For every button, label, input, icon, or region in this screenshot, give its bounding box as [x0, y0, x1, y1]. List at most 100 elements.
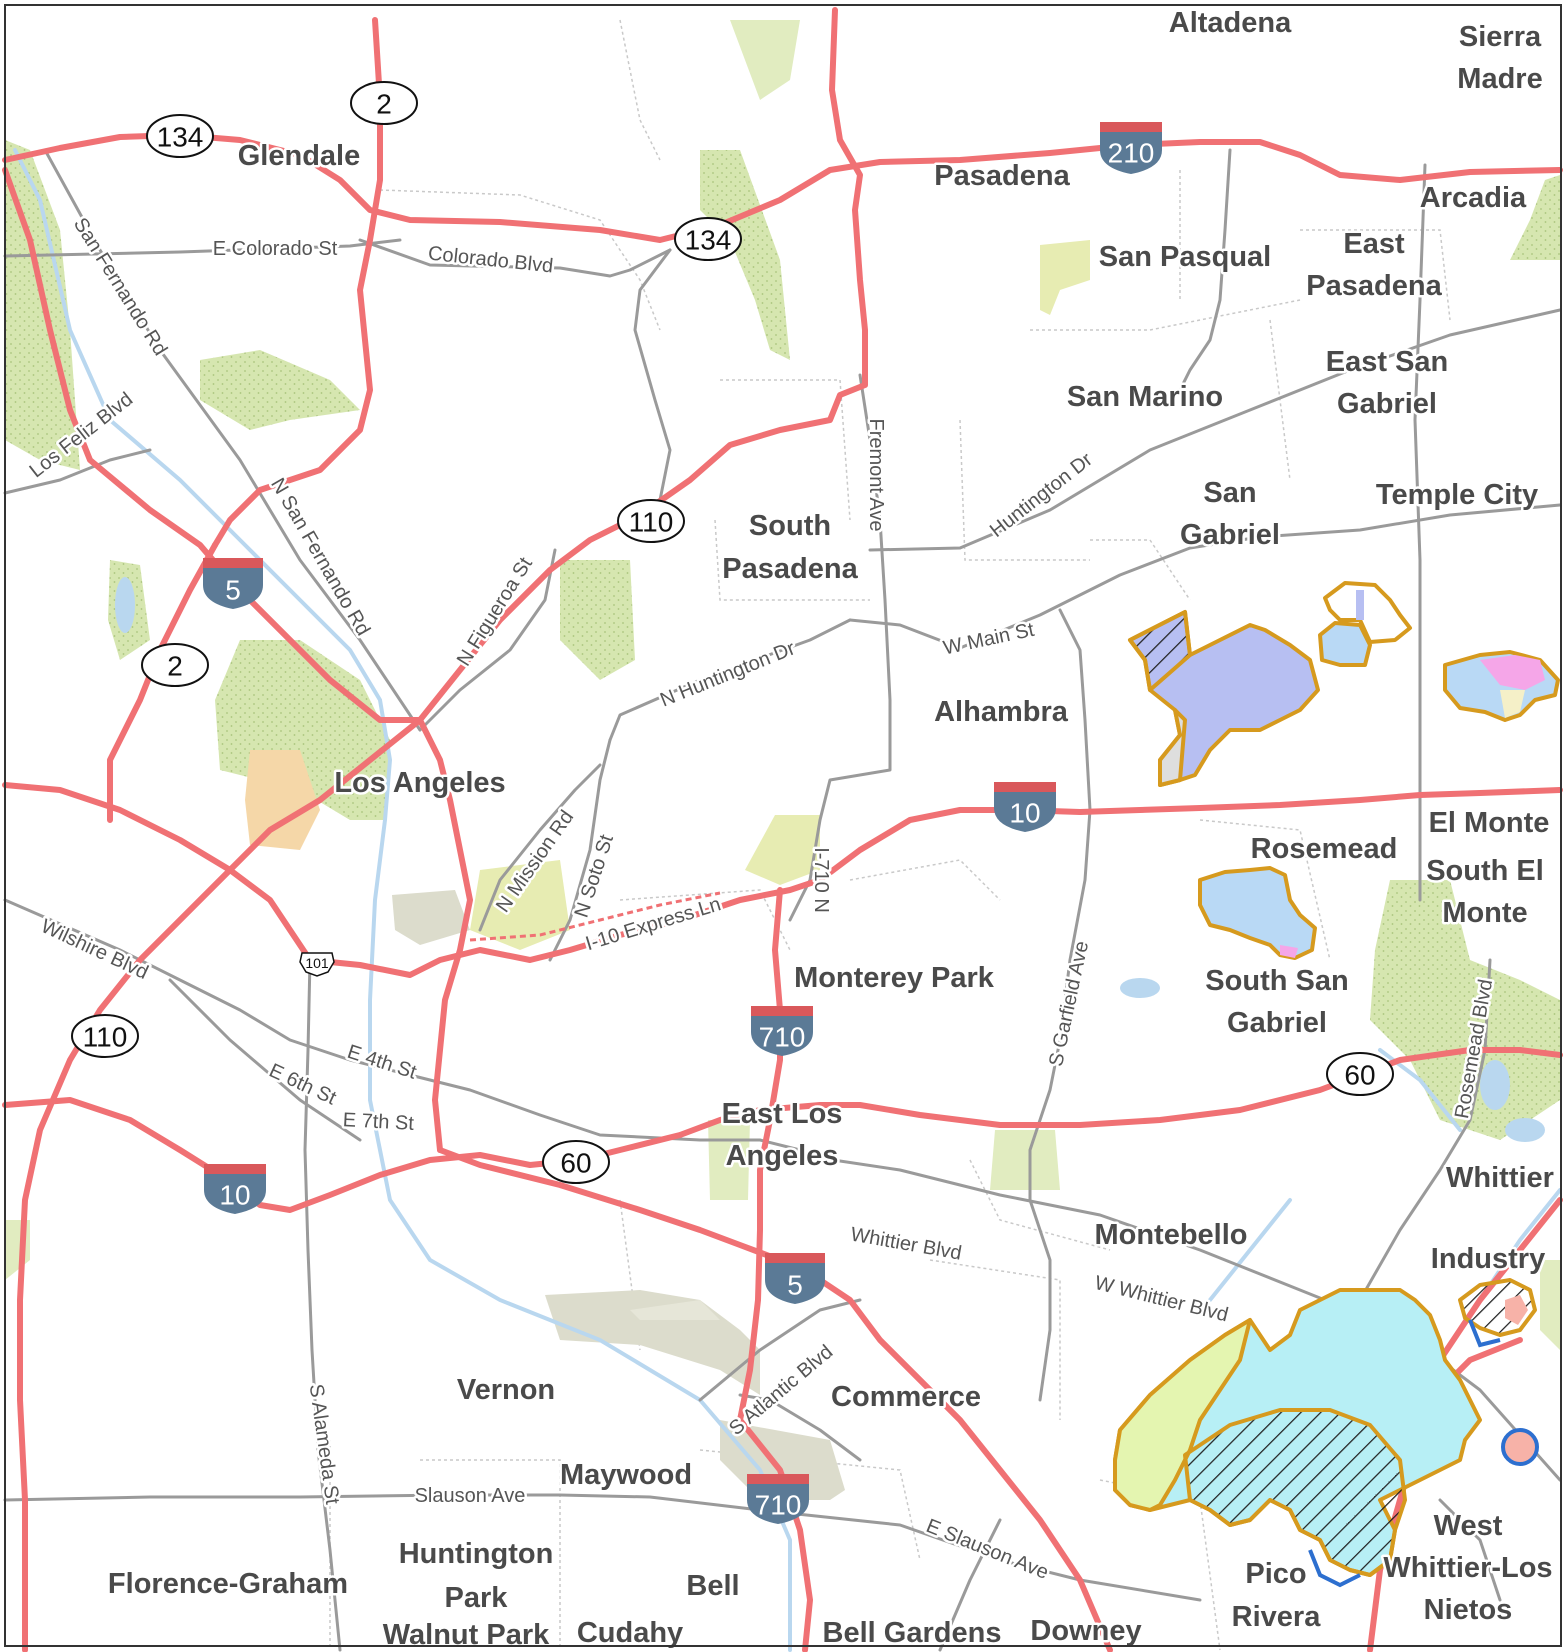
- street-slauson-ave: Slauson Ave: [415, 1485, 526, 1507]
- shield-sr-60-west: 60: [542, 1140, 610, 1184]
- shield-sr-2-north-number: 2: [376, 89, 392, 120]
- place-montebello: Montebello: [1094, 1219, 1247, 1251]
- shield-i-210-number: 210: [1108, 138, 1155, 169]
- place-el-monte: El Monte: [1429, 807, 1550, 839]
- lakes: [115, 577, 1545, 1142]
- place-east-pasadena-line1: East: [1343, 228, 1405, 260]
- place-bell: Bell: [686, 1570, 739, 1602]
- place-south-san-gabriel-line2: Gabriel: [1227, 1007, 1327, 1039]
- place-alhambra: Alhambra: [934, 696, 1069, 728]
- place-labels: Altadena Sierra Madre Glendale Pasadena …: [105, 5, 1556, 1652]
- shield-sr-134-east-number: 134: [685, 225, 732, 256]
- shield-i-10-west: 10: [204, 1164, 266, 1214]
- place-south-san-gabriel-line1: South San: [1205, 965, 1348, 997]
- shield-i-5-north: 5: [203, 558, 263, 609]
- place-rosemead: Rosemead: [1251, 833, 1398, 865]
- place-east-los-angeles-line2: Angeles: [726, 1140, 839, 1172]
- shield-i-710-north: 710: [751, 1006, 813, 1056]
- shield-i-10-east-number: 10: [1009, 798, 1040, 829]
- shield-i-10-west-number: 10: [219, 1180, 250, 1211]
- place-cudahy: Cudahy: [577, 1617, 683, 1649]
- place-pico-rivera-line2: Rivera: [1232, 1601, 1322, 1633]
- place-san-gabriel-line2: Gabriel: [1180, 519, 1280, 551]
- place-pasadena: Pasadena: [934, 160, 1070, 192]
- shield-i-5-south: 5: [765, 1253, 825, 1304]
- habitat-blue-outlines: [1308, 1319, 1501, 1588]
- place-south-pasadena-line1: South: [749, 510, 831, 542]
- place-whittier: Whittier: [1446, 1162, 1554, 1194]
- habitat-san-gabriel-gray: [1158, 708, 1187, 787]
- habitat-industry-salmon: [1505, 1295, 1528, 1325]
- shield-sr-60-east: 60: [1326, 1052, 1394, 1096]
- habitat-areas: [1113, 581, 1560, 1577]
- place-san-marino: San Marino: [1067, 381, 1223, 413]
- shield-us-101-number: 101: [305, 955, 329, 971]
- shield-i-710-south: 710: [747, 1474, 809, 1524]
- shield-sr-134-east: 134: [674, 217, 742, 261]
- shield-sr-134-west-number: 134: [157, 122, 204, 153]
- street-fremont-ave: Fremont Ave: [865, 418, 887, 531]
- street-i-710-n: I-710 N: [810, 847, 832, 913]
- place-east-los-angeles-line1: East Los: [722, 1098, 843, 1130]
- shield-sr-134-west: 134: [146, 114, 214, 158]
- place-huntington-park-line1: Huntington: [399, 1538, 554, 1570]
- place-pico-rivera-line1: Pico: [1245, 1558, 1306, 1590]
- shield-sr-110-north-number: 110: [629, 507, 674, 538]
- shield-sr-110-north: 110: [617, 499, 685, 543]
- shield-i-710-south-number: 710: [755, 1490, 802, 1521]
- freeway-express-lane: [469, 891, 721, 942]
- habitat-el-monte-pink: [1480, 655, 1545, 690]
- shield-sr-2-south: 2: [141, 643, 209, 687]
- place-commerce: Commerce: [831, 1381, 981, 1413]
- place-huntington-park-line2: Park: [445, 1582, 509, 1614]
- habitat-rosemead-pink: [1280, 945, 1298, 958]
- place-sierra-madre-line1: Sierra: [1459, 21, 1542, 53]
- habitat-temple-city-2: [1318, 621, 1372, 667]
- place-florence-graham: Florence-Graham: [108, 1568, 348, 1600]
- place-san-gabriel-line1: San: [1203, 477, 1256, 509]
- place-west-whittier-los-nietos-line2: Whittier-Los: [1383, 1552, 1552, 1584]
- shield-sr-110-south: 110: [71, 1014, 139, 1058]
- habitat-salmon-spot: [1501, 1428, 1539, 1466]
- shield-sr-60-east-number: 60: [1344, 1060, 1375, 1091]
- place-east-pasadena-line2: Pasadena: [1306, 270, 1442, 302]
- place-monterey-park: Monterey Park: [794, 962, 995, 994]
- place-arcadia: Arcadia: [1420, 182, 1527, 214]
- habitat-whittier-narrows-lime: [1113, 1318, 1252, 1512]
- place-south-el-monte-line2: Monte: [1442, 897, 1527, 929]
- place-san-pasqual: San Pasqual: [1099, 241, 1271, 273]
- place-sierra-madre-line2: Madre: [1457, 63, 1542, 95]
- shield-sr-2-south-number: 2: [167, 651, 183, 682]
- place-south-el-monte-line1: South El: [1426, 855, 1544, 887]
- place-altadena: Altadena: [1169, 7, 1292, 39]
- place-south-pasadena-line2: Pasadena: [722, 553, 858, 585]
- place-west-whittier-los-nietos-line3: Nietos: [1424, 1594, 1513, 1626]
- habitat-whittier-narrows-hatch: [1183, 1408, 1407, 1577]
- place-vernon: Vernon: [457, 1374, 555, 1406]
- shield-i-210: 210: [1100, 122, 1162, 174]
- place-west-whittier-los-nietos-line1: West: [1434, 1510, 1503, 1542]
- place-east-san-gabriel-line2: Gabriel: [1337, 388, 1437, 420]
- habitat-rosemead: [1198, 866, 1317, 960]
- shield-us-101: 101: [299, 952, 335, 977]
- shield-i-10-east: 10: [994, 782, 1056, 832]
- shield-i-5-south-number: 5: [787, 1270, 803, 1301]
- shield-i-5-north-number: 5: [225, 575, 241, 606]
- shield-sr-2-north: 2: [350, 81, 418, 125]
- place-glendale: Glendale: [238, 140, 361, 172]
- map-frame: [4, 4, 1562, 1647]
- place-bell-gardens: Bell Gardens: [823, 1617, 1002, 1649]
- place-los-angeles: Los Angeles: [334, 767, 505, 799]
- shield-sr-110-south-number: 110: [83, 1022, 128, 1053]
- habitat-temple-city-strip: [1356, 590, 1364, 620]
- place-east-san-gabriel-line1: East San: [1326, 346, 1449, 378]
- habitat-san-gabriel-hatch: [1128, 610, 1192, 692]
- street-e-7th-st: E 7th St: [342, 1109, 415, 1135]
- shield-sr-60-west-number: 60: [560, 1148, 591, 1179]
- place-temple-city: Temple City: [1376, 479, 1538, 511]
- shield-i-710-north-number: 710: [759, 1022, 806, 1053]
- place-industry: Industry: [1431, 1243, 1545, 1275]
- route-shields: 134 2 134 110 2 110 60 60: [71, 81, 1394, 1524]
- place-maywood: Maywood: [560, 1459, 692, 1491]
